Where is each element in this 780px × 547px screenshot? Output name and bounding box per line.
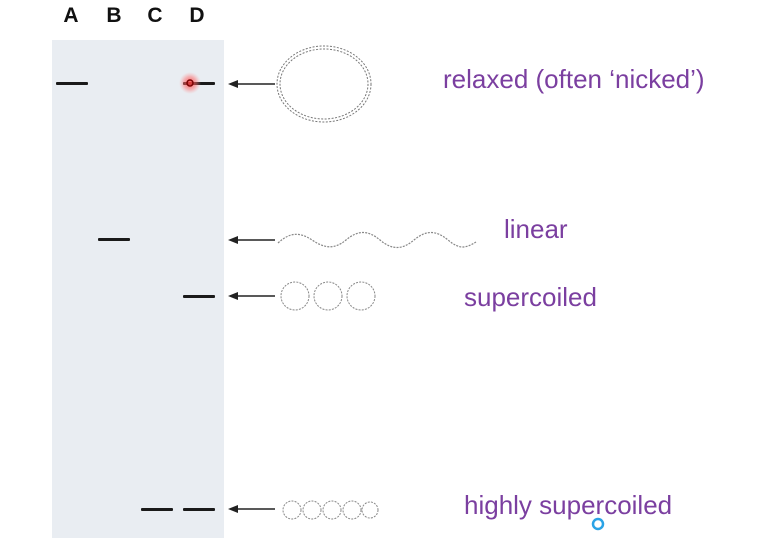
band-lane-a-relaxed: [56, 82, 88, 85]
arrow-linear: [228, 236, 275, 244]
lane-label-c: C: [147, 4, 163, 27]
highly-supercoiled-dna: [282, 500, 379, 520]
label-supercoiled: supercoiled: [464, 282, 597, 312]
band-lane-b-linear: [98, 238, 130, 241]
lane-label-a: A: [63, 4, 79, 27]
lane-label-b: B: [106, 4, 122, 27]
linear-dna-strand: [277, 231, 477, 249]
arrow-relaxed: [228, 80, 275, 88]
relaxed-dna-circle: [276, 45, 372, 123]
band-lane-d-supercoiled: [183, 295, 215, 298]
band-lane-c-highly-supercoiled: [141, 508, 173, 511]
band-lane-d-highly-supercoiled: [183, 508, 215, 511]
label-relaxed: relaxed (often ‘nicked’): [443, 64, 705, 94]
label-linear: linear: [504, 214, 568, 244]
label-highly-supercoiled: highly supercoiled: [464, 490, 673, 520]
arrow-supercoiled: [228, 292, 275, 300]
cursor-highlight-indicator: [179, 72, 201, 94]
arrow-highly-supercoiled: [228, 505, 275, 513]
lane-label-d: D: [189, 4, 205, 27]
supercoiled-dna: [280, 281, 376, 311]
cursor-ring-indicator: [591, 517, 605, 531]
gel-background: [52, 40, 224, 538]
